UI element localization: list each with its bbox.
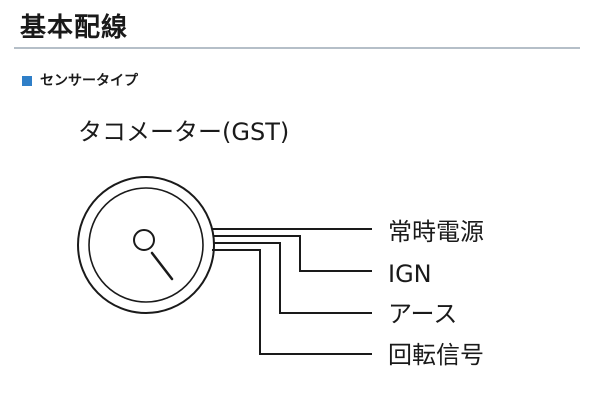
title-underline — [14, 47, 580, 49]
section-heading: センサータイプ — [22, 72, 138, 90]
wire-label: アース — [388, 300, 457, 328]
page-title: 基本配線 — [20, 13, 129, 43]
square-bullet-icon — [22, 76, 32, 86]
gauge-hub — [133, 229, 155, 251]
wire-ground: アース — [213, 242, 457, 328]
gauge-icon — [77, 176, 215, 314]
gauge-inner-ring — [88, 187, 204, 303]
gauge-needle — [150, 251, 174, 281]
device-label: タコメーター(GST) — [78, 118, 289, 146]
wire-rpm-signal: 回転信号 — [212, 249, 484, 369]
wire-label: 常時電源 — [388, 218, 484, 246]
wire-ign: IGN — [213, 235, 432, 288]
wire-label: IGN — [388, 260, 432, 288]
wire-label: 回転信号 — [388, 341, 484, 369]
wire-constant-power: 常時電源 — [212, 218, 484, 246]
wire-line — [213, 235, 372, 272]
wire-line — [213, 242, 372, 314]
section-label: センサータイプ — [40, 73, 138, 89]
wire-line — [212, 249, 372, 355]
